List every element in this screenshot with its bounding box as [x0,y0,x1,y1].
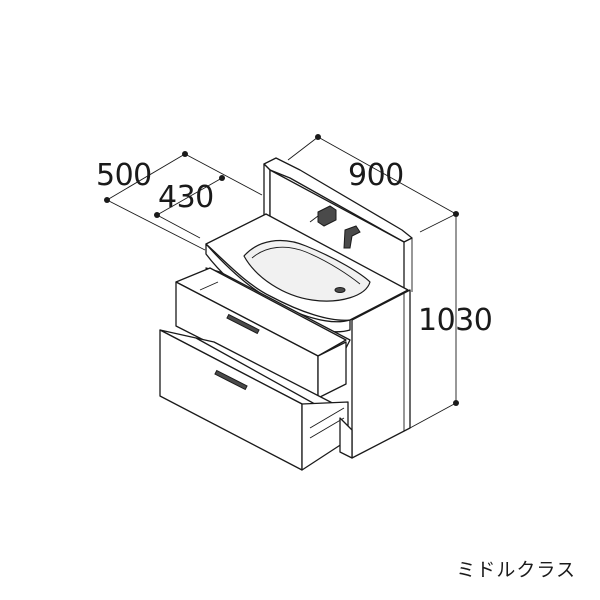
upper-drawer-rail [199,281,219,291]
backsplash-corner [403,237,413,243]
depth-inner-dimension-line [156,214,201,239]
height-label: 1030 [418,303,492,338]
height-extension-line [409,402,457,429]
basin-inner-rim [251,246,361,285]
product-class-label: ミドルクラス [456,559,576,581]
width-dimension: 900 [287,134,459,233]
depth-outer-label: 500 [96,158,152,193]
upper-drawer[interactable] [175,267,351,399]
kickboard [339,417,353,459]
faucet-lever-icon[interactable] [343,225,361,249]
depth-inner-label: 430 [158,180,214,215]
width-extension-line [287,136,319,161]
depth-inner-endpoint [219,175,225,181]
faucet-spout-icon [317,205,337,227]
backsplash [263,157,413,292]
upper-drawer-side [317,341,347,399]
drain-icon [334,287,346,293]
depth-outer-extension-line [184,153,263,196]
cabinet-side-panel [351,289,411,459]
lower-drawer-slide-rail [309,407,345,429]
lower-drawer-slide-rail [309,417,345,439]
depth-outer-dimension: 500 [96,151,263,251]
faucet [309,205,361,249]
countertop [205,213,409,333]
depth-outer-dimension-line [106,199,206,251]
depth-inner-dimension: 430 [154,175,225,239]
lower-drawer[interactable] [159,329,349,471]
width-label: 900 [348,158,404,193]
height-dimension: 1030 [409,214,493,429]
depth-outer-extension-line [106,153,186,201]
upper-drawer-handle[interactable] [226,313,260,335]
depth-outer-endpoint [182,151,188,157]
depth-inner-extension-line [156,177,223,216]
faucet-nozzle [309,215,319,223]
basin-bowl [243,239,371,302]
width-dimension-line [317,136,457,215]
lower-drawer-handle[interactable] [214,369,248,391]
width-extension-line [419,213,457,233]
